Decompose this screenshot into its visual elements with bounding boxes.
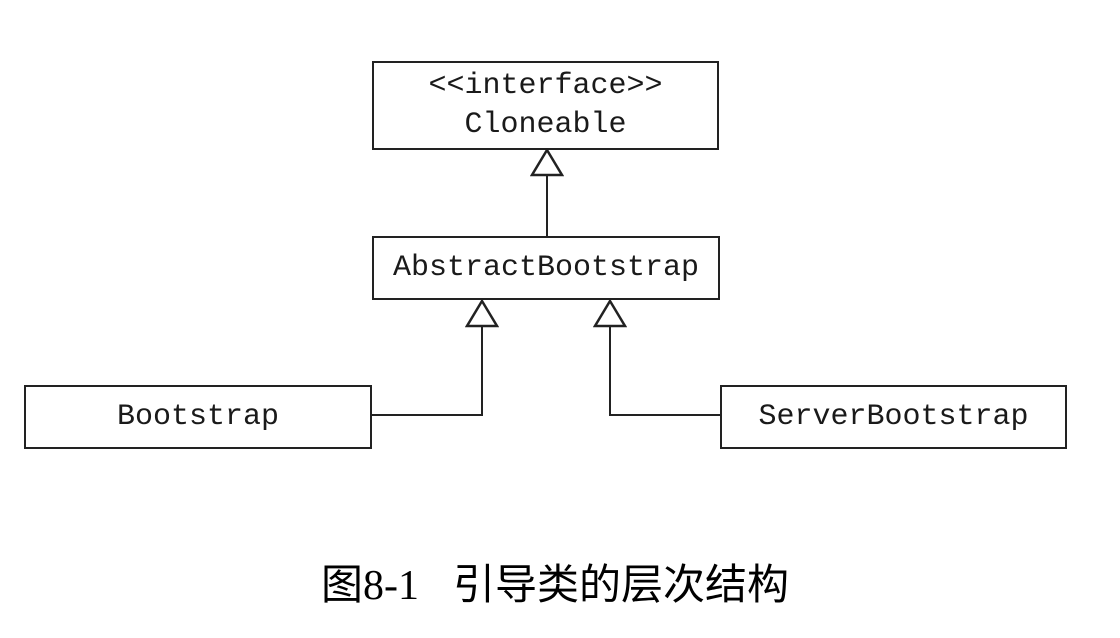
inheritance-arrowhead-icon xyxy=(465,299,499,328)
connector-line-bootstrap-horizontal xyxy=(372,414,483,416)
class-name-label: ServerBootstrap xyxy=(758,399,1029,434)
inheritance-arrowhead-icon xyxy=(593,299,627,328)
class-name-label: Bootstrap xyxy=(116,399,280,434)
figure-title: 引导类的层次结构 xyxy=(452,563,789,609)
connector-line-server-horizontal xyxy=(609,414,720,416)
connector-line-abstract-to-cloneable xyxy=(546,174,548,236)
connector-line-bootstrap-vertical xyxy=(481,326,483,416)
class-box-cloneable: <<interface>> Cloneable xyxy=(372,61,719,150)
class-box-bootstrap: Bootstrap xyxy=(24,385,372,449)
figure-number: 图8-1 xyxy=(320,563,419,609)
class-name-label: Cloneable xyxy=(464,107,627,142)
figure-caption: 图8-1 引导类的层次结构 xyxy=(0,551,1110,612)
class-box-abstract-bootstrap: AbstractBootstrap xyxy=(372,236,720,300)
class-box-server-bootstrap: ServerBootstrap xyxy=(720,385,1067,449)
stereotype-label: <<interface>> xyxy=(428,68,663,103)
inheritance-arrowhead-icon xyxy=(530,148,564,177)
connector-line-server-vertical xyxy=(609,326,611,416)
class-name-label: AbstractBootstrap xyxy=(392,250,700,285)
